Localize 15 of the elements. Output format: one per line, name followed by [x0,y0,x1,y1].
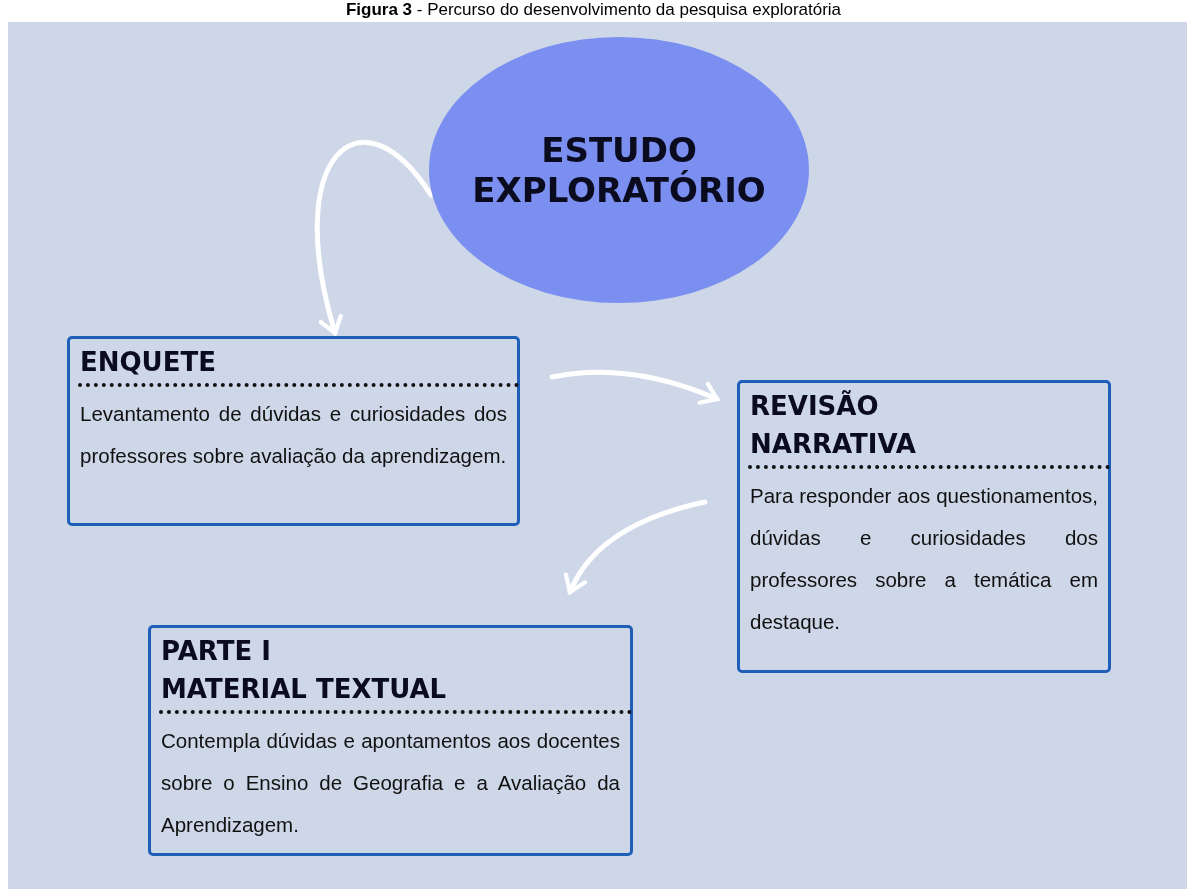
process-box [737,380,1111,673]
node-heading: MATERIAL TEXTUAL [161,673,448,706]
curved-arrow [314,139,434,336]
curved-arrow [564,499,708,595]
node-heading: REVISÃO NARRATIVA [750,389,917,461]
node-description: Para responder aos questionamentos, dúvidas e curiosidades dos professores sobre a temática em destaque. [750,483,1098,635]
figure-title: Figura 3 - Percurso do desenvolvimento da pesquisa exploratória [344,0,843,20]
process-box [148,625,633,856]
node-heading: PARTE I [161,635,272,668]
node-description: Contempla dúvidas e apontamentos aos docentes sobre o Ensino de Geografia e a Avaliação da Aprendizagem. [161,728,620,838]
process-box [67,336,520,526]
curved-arrow [549,369,720,406]
node-heading: ENQUETE [80,346,217,379]
node-description: Levantamento de dúvidas e curiosidades dos professores sobre avaliação da aprendizagem. [80,401,507,469]
node-title: ESTUDO EXPLORATÓRIO [471,130,767,210]
